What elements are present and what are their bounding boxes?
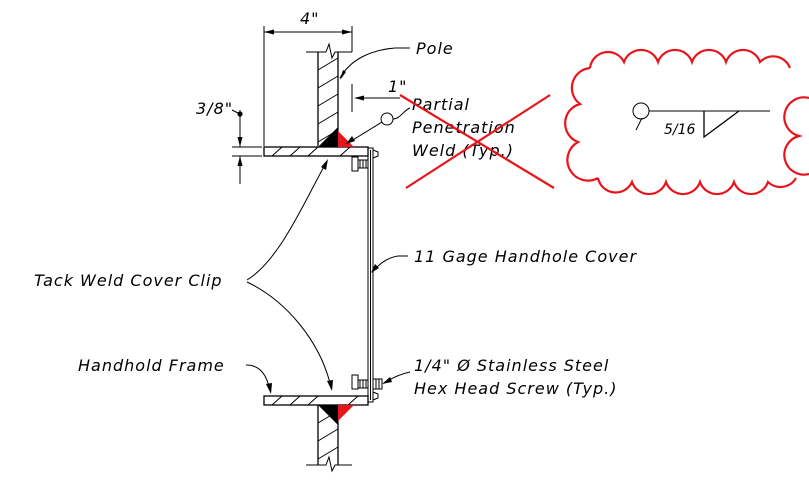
screw-label-line1: 1/4" Ø Stainless Steel bbox=[414, 356, 609, 375]
weld-note-line2: Penetration bbox=[412, 118, 516, 137]
lower-pole-section bbox=[306, 405, 352, 473]
revision-cloud bbox=[564, 48, 809, 196]
upper-weld-red bbox=[338, 131, 354, 147]
upper-hex-screw bbox=[351, 149, 379, 172]
lower-hex-screw bbox=[351, 374, 383, 401]
upper-frame-plate bbox=[263, 146, 369, 157]
frame-leader bbox=[245, 364, 271, 391]
weld-symbol-size: 5/16 bbox=[664, 122, 696, 138]
cover-leader bbox=[371, 255, 408, 273]
weld-note-leader bbox=[346, 107, 411, 144]
cover-label: 11 Gage Handhole Cover bbox=[414, 247, 637, 266]
lower-frame-plate bbox=[263, 395, 369, 406]
revision-strike-x bbox=[399, 94, 555, 189]
upper-pole-section bbox=[306, 42, 352, 146]
pole-label: Pole bbox=[416, 39, 454, 58]
tack-weld-leaders bbox=[246, 159, 333, 391]
dimension-1in bbox=[351, 84, 400, 112]
weld-symbol bbox=[632, 102, 770, 139]
dimension-3-8in bbox=[231, 109, 262, 184]
dimension-4in-label: 4" bbox=[300, 9, 320, 28]
tack-weld-label: Tack Weld Cover Clip bbox=[34, 271, 223, 290]
dimension-3-8in-label: 3/8" bbox=[196, 99, 233, 118]
upper-weld-black bbox=[318, 127, 338, 147]
weld-note-line1: Partial bbox=[412, 95, 470, 114]
lower-weld-black bbox=[318, 405, 338, 425]
lower-weld-red bbox=[338, 405, 354, 421]
screw-label-line2: Hex Head Screw (Typ.) bbox=[414, 379, 617, 398]
dimension-4in bbox=[263, 26, 353, 146]
handhole-cover bbox=[367, 147, 374, 403]
dimension-1in-label: 1" bbox=[388, 77, 408, 96]
frame-label: Handhold Frame bbox=[78, 356, 225, 375]
